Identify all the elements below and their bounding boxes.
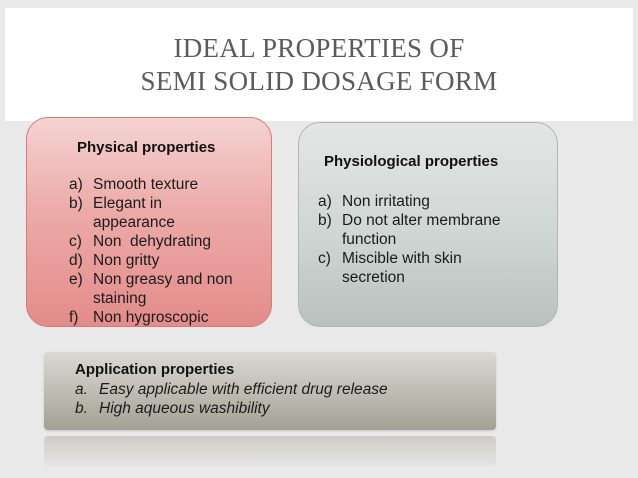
application-box-reflection [44, 436, 496, 466]
list-marker: a) [69, 176, 83, 193]
list-marker: a) [318, 193, 332, 210]
list-item-text: Non irritating [342, 193, 430, 210]
application-properties-box [44, 352, 496, 430]
list-marker: c) [69, 233, 82, 250]
list-marker: b. [75, 400, 88, 417]
physiological-properties-card: Physiological properties a) Non irritatin… [298, 122, 558, 327]
list-item-text: Non gritty [93, 252, 160, 269]
list-marker: b) [318, 212, 332, 229]
physical-properties-card: Physical properties a) Smooth texture b) E… [26, 117, 272, 327]
list-item: f) Non hygroscopic [69, 308, 269, 327]
list-item: c) Miscible with skin secretion [318, 249, 533, 287]
application-properties-heading: Application properties [75, 361, 235, 378]
list-item: c) Non dehydrating [69, 232, 269, 251]
application-properties-list: a. Easy applicable with efficient drug re… [75, 380, 388, 418]
list-item: b) Do not alter membrane function [318, 211, 533, 249]
list-item: b) Elegant in appearance [69, 194, 269, 232]
list-marker: c) [318, 250, 331, 267]
list-marker: a. [75, 381, 88, 398]
title-line-1: IDEAL PROPERTIES OF [173, 33, 465, 63]
list-item: e) Non greasy and non staining [69, 270, 269, 308]
list-item-text: Miscible with skin secretion [342, 250, 462, 286]
list-item-text: Non dehydrating [93, 233, 212, 250]
list-item: a) Smooth texture [69, 175, 269, 194]
list-item-text: Non hygroscopic [93, 309, 209, 326]
list-marker: f) [69, 309, 79, 326]
list-item-text: Smooth texture [93, 176, 199, 193]
list-item-text: Easy applicable with efficient drug rele… [99, 381, 388, 398]
list-marker: d) [69, 252, 83, 269]
physiological-properties-list: a) Non irritating b) Do not alter membrane… [318, 192, 533, 287]
physical-properties-heading: Physical properties [77, 139, 216, 156]
title-band [5, 8, 633, 121]
list-item: a. Easy applicable with efficient drug re… [75, 380, 388, 399]
physiological-properties-heading: Physiological properties [324, 153, 499, 170]
slide-title: IDEAL PROPERTIES OF SEMI SOLID DOSAGE FO… [5, 32, 633, 98]
physical-properties-list: a) Smooth texture b) Elegant in appearance… [69, 175, 269, 327]
list-item-text: Elegant in appearance [93, 195, 175, 231]
list-item: d) Non gritty [69, 251, 269, 270]
list-item-text: High aqueous washibility [99, 400, 270, 417]
title-line-2: SEMI SOLID DOSAGE FORM [140, 66, 498, 96]
list-marker: e) [69, 271, 83, 288]
list-item: a) Non irritating [318, 192, 533, 211]
list-item-text: Non greasy and non staining [93, 271, 233, 307]
list-item: b. High aqueous washibility [75, 399, 388, 418]
list-item-text: Do not alter membrane function [342, 212, 501, 248]
list-marker: b) [69, 195, 83, 212]
